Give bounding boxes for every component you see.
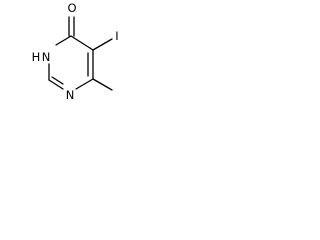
bond-n1-c2-inner	[51, 76, 64, 85]
bond-c6-methyl	[92, 78, 113, 91]
structure-diagram: O I H N N	[32, 1, 119, 102]
bond-n1-c2	[48, 79, 64, 90]
bond-c5-i	[92, 38, 113, 51]
bond-c6-n1	[75, 78, 94, 90]
oxygen-label: O	[67, 1, 76, 15]
iodine-label: I	[115, 29, 118, 43]
nh-hydrogen-label: H	[32, 50, 41, 64]
nh-nitrogen-label: N	[42, 50, 51, 64]
ring-nitrogen-label: N	[66, 88, 75, 102]
bond-n3-c4	[55, 35, 72, 46]
bond-c4-c5	[70, 35, 94, 51]
